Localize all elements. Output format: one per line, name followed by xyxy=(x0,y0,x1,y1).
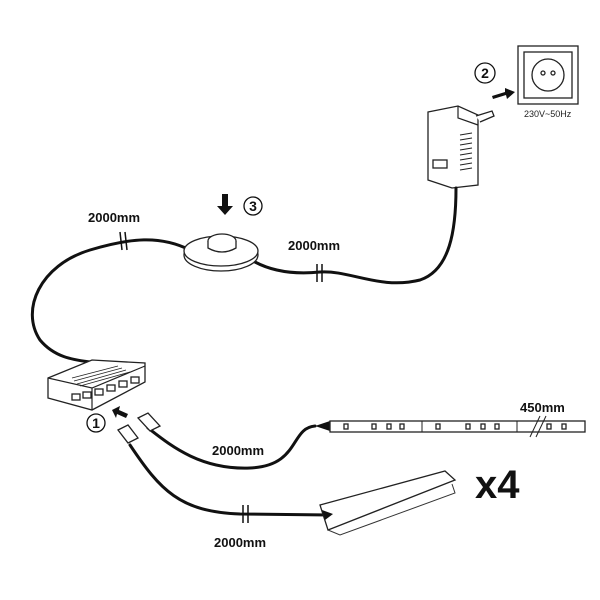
cable-break-marks xyxy=(119,231,323,523)
arrow-down-icon xyxy=(217,194,233,215)
step-3-marker: 3 xyxy=(243,196,263,216)
cable-strip xyxy=(146,424,317,470)
strip-length-label: 450mm xyxy=(520,400,565,415)
step-3-number: 3 xyxy=(249,198,257,214)
cable-length-bottom: 2000mm xyxy=(214,535,266,550)
arrow-left-icon xyxy=(112,406,128,418)
power-adapter xyxy=(427,105,495,189)
foot-switch xyxy=(183,233,259,272)
wall-socket xyxy=(517,45,579,105)
step-1-marker: 1 xyxy=(86,413,106,433)
cable-switch-to-distributor xyxy=(30,238,192,364)
step-1-number: 1 xyxy=(92,415,100,431)
cable-length-top-mid: 2000mm xyxy=(288,238,340,253)
cable-adapter-to-switch xyxy=(253,186,458,285)
distributor-box xyxy=(47,359,146,411)
cable-length-top-left: 2000mm xyxy=(88,210,140,225)
quantity-label: x4 xyxy=(475,463,520,507)
cable-length-strip: 2000mm xyxy=(212,443,264,458)
step-2-marker: 2 xyxy=(474,62,496,84)
cable-profile xyxy=(128,443,332,517)
arrow-right-icon xyxy=(492,88,515,99)
step-2-number: 2 xyxy=(481,65,489,81)
connector-plug-1 xyxy=(117,424,139,444)
connector-plug-2 xyxy=(136,412,162,432)
socket-voltage-label: 230V~50Hz xyxy=(524,109,572,119)
led-strip xyxy=(315,415,586,438)
aluminium-profile xyxy=(319,470,457,536)
